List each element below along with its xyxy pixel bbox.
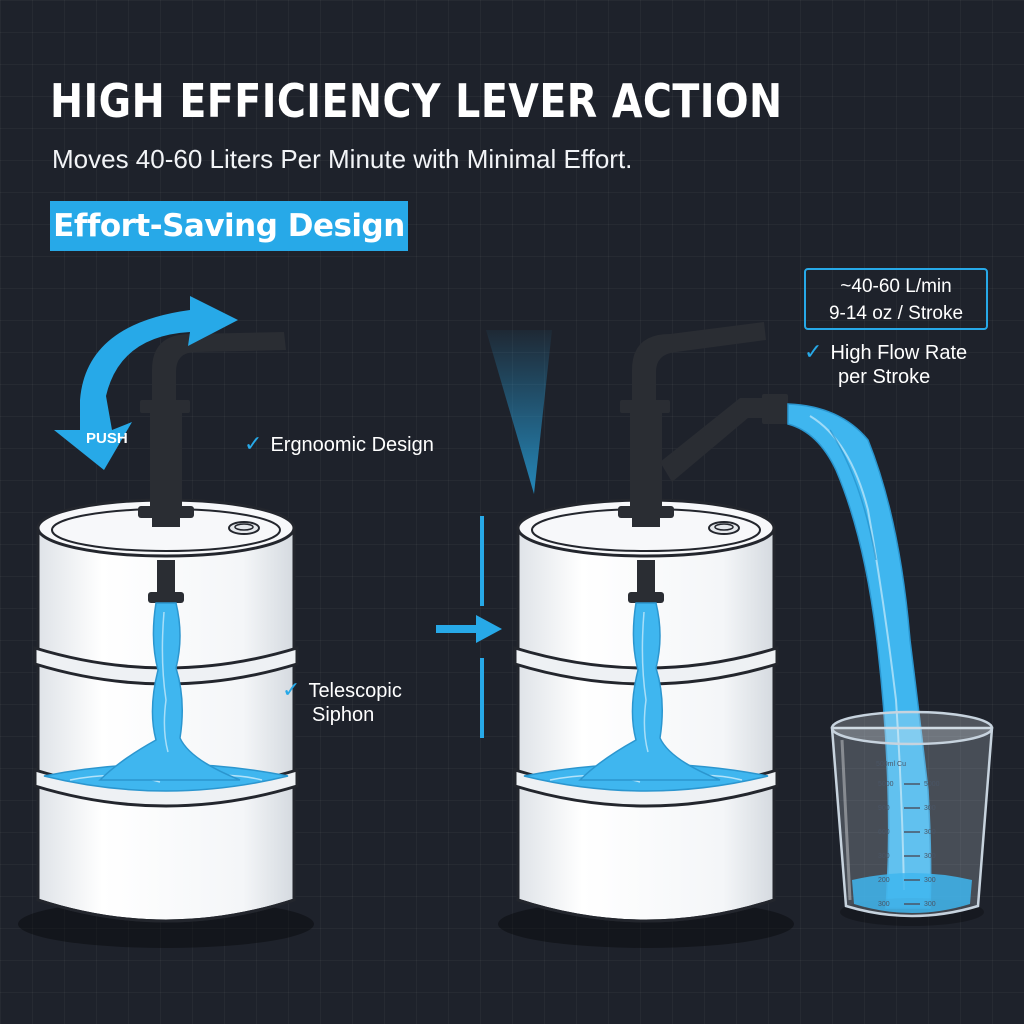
- spec-per-stroke: 9-14 oz / Stroke: [828, 303, 964, 324]
- cup-header-label: 500ml Cu: [876, 761, 906, 768]
- cup-tick-label-left: 5000: [878, 781, 894, 788]
- page-subtitle: Moves 40-60 Liters Per Minute with Minim…: [52, 144, 633, 174]
- right-arrow-icon: [436, 615, 502, 643]
- feature-high-flow: ✓ High Flow Rate per Stroke: [804, 340, 967, 389]
- cup-scale: 500ml Cu 5000 5000 900 300 600 300 300 300 200 300…: [876, 761, 940, 908]
- checkmark-icon: ✓: [244, 431, 263, 456]
- cup-tick-label-left: 300: [878, 901, 890, 908]
- right-pump: [618, 322, 788, 527]
- cup-tick-label-right: 300: [924, 901, 936, 908]
- cup-tick-label-left: 600: [878, 829, 890, 836]
- cup-tick-label-left: 200: [878, 877, 890, 884]
- right-drum: [498, 498, 794, 948]
- divider-line-bottom: [480, 658, 484, 738]
- spec-box: ~40-60 L/min 9-14 oz / Stroke: [804, 268, 988, 330]
- cup-tick-label-right: 300: [924, 853, 936, 860]
- cup-tick-label-left: 300: [878, 853, 890, 860]
- feature-label: Telescopic: [308, 680, 402, 702]
- divider-line-top: [480, 516, 484, 606]
- curved-arrow-icon: [54, 296, 238, 470]
- feature-telescopic: ✓ Telescopic Siphon: [282, 678, 402, 727]
- feature-label: High Flow Rate: [830, 342, 968, 364]
- light-beam: [486, 330, 552, 494]
- measuring-cup: [830, 710, 994, 926]
- left-drum: [18, 498, 314, 948]
- push-label: PUSH: [86, 430, 128, 447]
- cup-tick-label-right: 300: [924, 829, 936, 836]
- feature-tag: Effort-Saving Design: [50, 201, 408, 251]
- cup-tick-label-left: 900: [878, 805, 890, 812]
- page-title: HIGH EFFICIENCY LEVER ACTION: [50, 74, 783, 128]
- feature-label: Ergnoomic Design: [270, 434, 434, 456]
- checkmark-icon: ✓: [282, 677, 301, 702]
- left-pump: [138, 332, 286, 527]
- checkmark-icon: ✓: [804, 339, 823, 364]
- cup-tick-label-right: 300: [924, 877, 936, 884]
- feature-ergonomic: ✓ Ergnoomic Design: [244, 432, 434, 457]
- feature-label-line2: Siphon: [312, 704, 375, 726]
- feature-label-line2: per Stroke: [838, 366, 931, 388]
- spec-flow-rate: ~40-60 L/min: [840, 276, 952, 297]
- cup-tick-label-right: 300: [924, 805, 936, 812]
- cup-tick-label-right: 5000: [924, 781, 940, 788]
